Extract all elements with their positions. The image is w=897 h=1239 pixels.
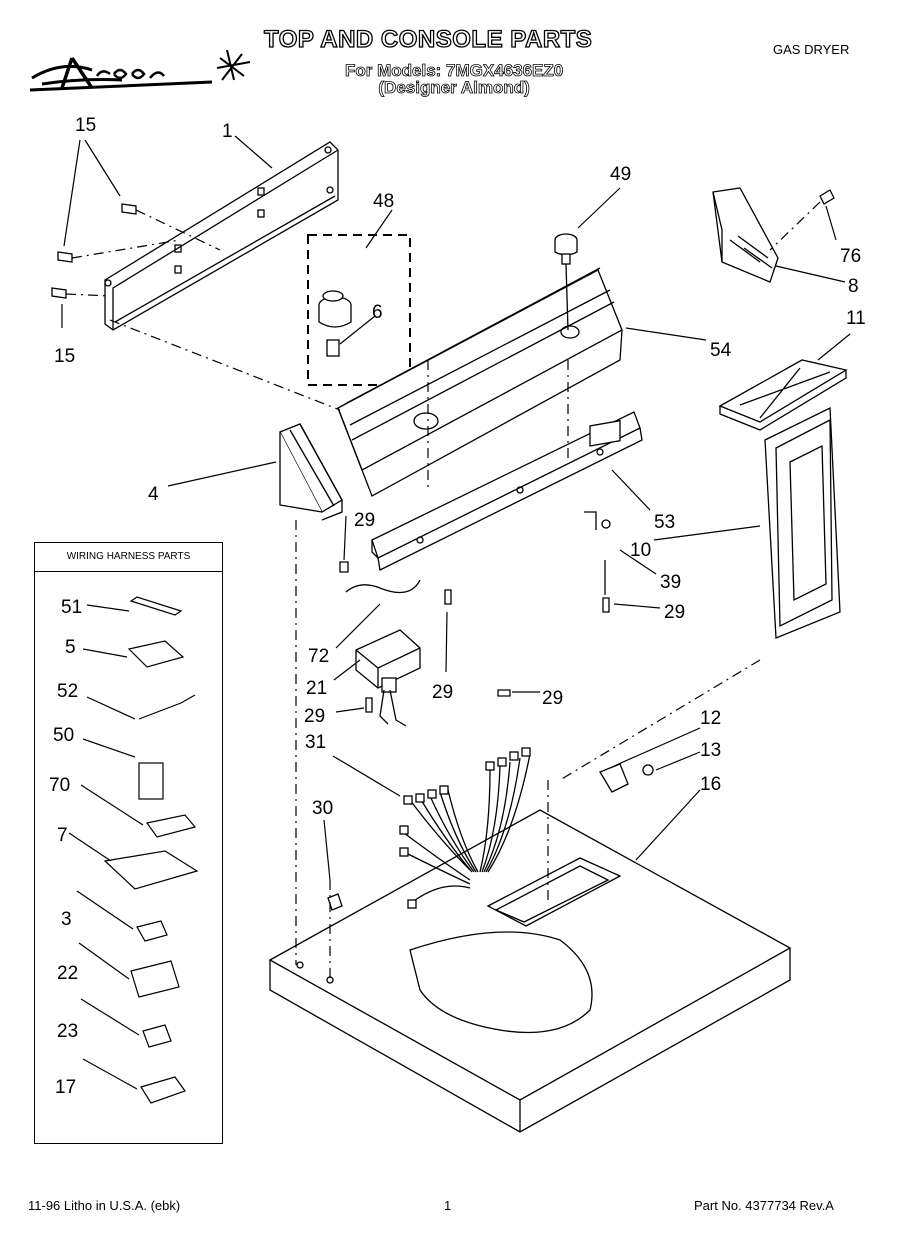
- part-48-knob-group: [307, 234, 411, 386]
- part-16-top: [268, 809, 792, 1133]
- page-title: TOP AND CONSOLE PARTS: [263, 25, 593, 53]
- callout-29-c: 29: [432, 682, 453, 703]
- callout-29-b: 29: [664, 602, 685, 623]
- screws-29: [339, 561, 610, 713]
- part-49-knob: [554, 233, 578, 265]
- part-50-connector: [138, 762, 164, 800]
- callout-5: 5: [65, 637, 76, 658]
- callout-1: 1: [222, 121, 233, 142]
- part-5-connector: [127, 640, 185, 668]
- callout-21: 21: [306, 678, 327, 699]
- part-30-clip: [327, 893, 343, 911]
- wiring-harness-box: WIRING HARNESS PARTS 51 5 52 50 70 7: [34, 542, 223, 1144]
- callout-48: 48: [373, 191, 394, 212]
- acros-logo: [29, 49, 251, 92]
- part-22-connector: [130, 960, 180, 998]
- part-52-terminal: [138, 694, 196, 720]
- part-number: Part No. 4377734 Rev.A: [694, 1198, 834, 1213]
- color-line: (Designer Almond): [378, 78, 530, 97]
- callout-7: 7: [57, 825, 68, 846]
- part-13-screw: [642, 764, 654, 776]
- callout-29-e: 29: [542, 688, 563, 709]
- harness-parts-drawing: 51 5 52 50 70 7 3 22 23 17: [49, 596, 199, 1104]
- callout-8: 8: [848, 276, 859, 297]
- callout-70: 70: [49, 775, 70, 796]
- callout-52: 52: [57, 681, 78, 702]
- part-11-lens: [718, 359, 848, 431]
- part-39-switch: [584, 419, 621, 530]
- screw-76: [819, 189, 835, 205]
- callout-29-a: 29: [354, 510, 375, 531]
- page-number: 1: [444, 1198, 452, 1213]
- callout-11: 11: [846, 308, 866, 329]
- part-54-console: [337, 267, 623, 497]
- callout-30: 30: [312, 798, 333, 819]
- callout-29-d: 29: [304, 706, 325, 727]
- callout-76: 76: [840, 246, 861, 267]
- part-7-housing: [103, 850, 199, 890]
- callout-12: 12: [700, 708, 721, 729]
- callout-50: 50: [53, 725, 74, 746]
- litho-note: 11-96 Litho in U.S.A. (ebk): [28, 1198, 181, 1213]
- callout-4: 4: [148, 484, 159, 505]
- callout-10: 10: [630, 540, 651, 561]
- part-51-terminal: [129, 596, 183, 616]
- callout-72: 72: [308, 646, 329, 667]
- part-31-harness: [399, 747, 531, 909]
- part-53-rail: [371, 411, 643, 571]
- part-23-connector: [142, 1024, 172, 1048]
- part-3-clip: [136, 920, 168, 942]
- callout-17: 17: [55, 1077, 76, 1098]
- callout-53: 53: [654, 512, 675, 533]
- part-4-endcap: [279, 423, 343, 521]
- callout-6: 6: [372, 302, 383, 323]
- callout-51: 51: [61, 597, 82, 618]
- part-48-knob: [318, 290, 352, 357]
- callout-49: 49: [610, 164, 631, 185]
- models-line: For Models: 7MGX4636EZ0: [345, 61, 564, 80]
- part-21-timer: [355, 629, 421, 727]
- callout-23: 23: [57, 1021, 78, 1042]
- part-1-bracket: [104, 141, 339, 331]
- part-12-clip: [599, 763, 629, 793]
- part-10-frame: [764, 406, 841, 639]
- part-70-connector: [145, 814, 197, 838]
- part-72-wire: [345, 579, 421, 594]
- part-17-connector: [140, 1076, 186, 1104]
- callout-15-top: 15: [75, 115, 96, 136]
- callout-22: 22: [57, 963, 78, 984]
- screw-15-upper: [51, 203, 137, 299]
- callout-15-bottom: 15: [54, 346, 75, 367]
- callout-31: 31: [305, 732, 326, 753]
- part-8-bracket: [712, 187, 779, 283]
- page-subtitle: For Models: 7MGX4636EZ0 (Designer Almond…: [345, 61, 564, 97]
- callout-39: 39: [660, 572, 681, 593]
- wiring-harness-title: WIRING HARNESS PARTS: [35, 543, 222, 572]
- callout-13: 13: [700, 740, 721, 761]
- callout-16: 16: [700, 774, 721, 795]
- callout-3: 3: [61, 909, 72, 930]
- category-label: GAS DRYER: [773, 42, 850, 57]
- callout-54: 54: [710, 340, 732, 361]
